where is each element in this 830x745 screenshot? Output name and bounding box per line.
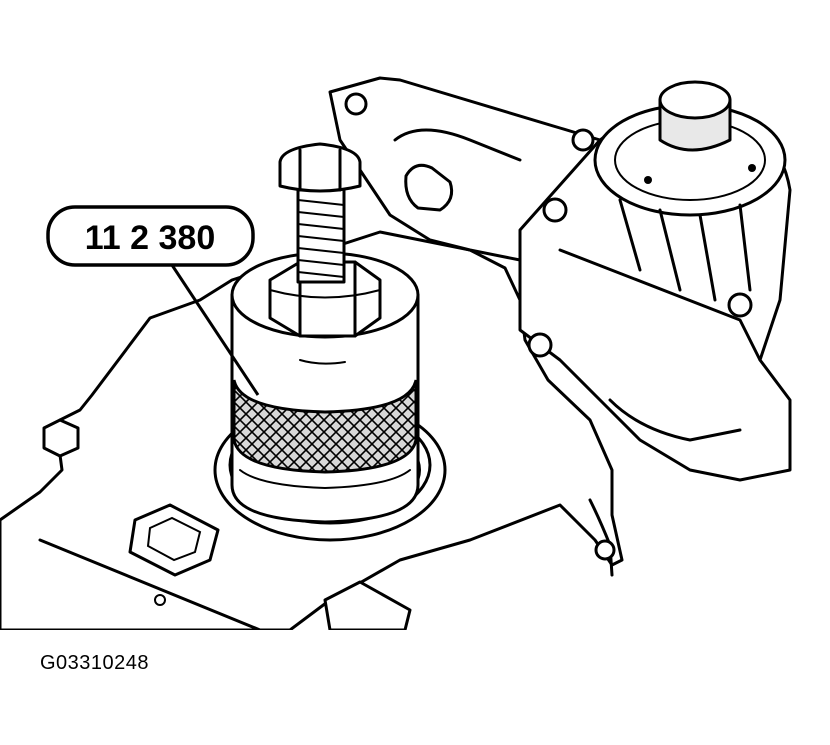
lower-bolt — [594, 539, 616, 561]
cover-bolt-2 — [571, 128, 595, 152]
left-mount-bolt — [42, 418, 80, 458]
bolt-shaft — [296, 180, 346, 284]
pump-bolt-2 — [727, 292, 753, 318]
tool-number-label: 11 2 380 — [85, 219, 215, 257]
pump-bolt-3 — [527, 332, 553, 358]
bolt-threads — [297, 199, 345, 278]
pump-bolt-1 — [542, 197, 568, 223]
callout-leader — [168, 261, 260, 396]
deck-pocket-1 — [128, 503, 220, 577]
bolt-head — [278, 142, 362, 193]
cover-bolt-1 — [344, 92, 368, 116]
deck-pocket-2 — [323, 580, 412, 630]
cover-opening — [404, 163, 454, 212]
tool-callout-box — [46, 205, 255, 267]
figure-id: G03310248 — [40, 652, 150, 674]
knurled-band — [232, 379, 418, 474]
